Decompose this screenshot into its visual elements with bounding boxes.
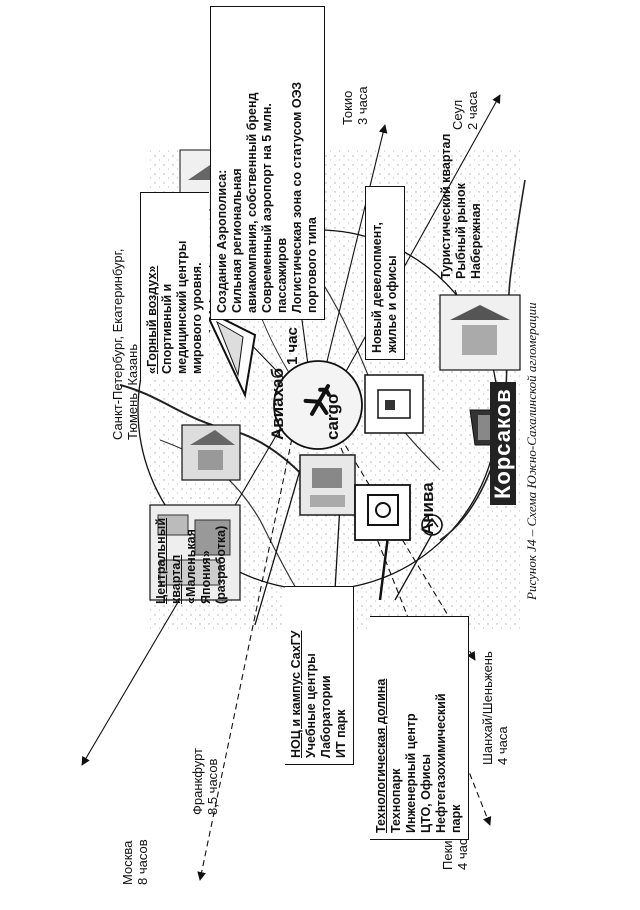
figure-caption: Рисунок J4 – Схема Южно-Сахалинской агло…: [524, 302, 539, 600]
label-one-hour: 1 час: [284, 327, 301, 365]
city-moscow: Москва 8 часов: [120, 839, 150, 885]
arrow-tokyo: [319, 124, 388, 391]
mountain-icon: [202, 307, 257, 399]
city-tokyo: Токио 3 часа: [340, 86, 370, 125]
city-frankfurt: Франкфурт 8,5 часов: [190, 747, 220, 815]
aniva-marker-icon: [421, 514, 443, 536]
city-shanghai: Шанхай/Шеньжень 4 часа: [480, 651, 510, 765]
label-cargo: cargo: [323, 393, 342, 440]
box-tourist-quarter: Туристический квартал Рыбный рынок Набер…: [439, 133, 483, 279]
box-noc-campus: НОЦ и кампус СахГУ Учебные центры Лабора…: [285, 586, 354, 765]
building-icon-tech: [354, 484, 411, 541]
building-icon-central: [149, 504, 241, 601]
pagoda-icon-tourist: [439, 294, 521, 371]
arrow-frankfurt: [197, 399, 301, 881]
arrow-seoul: [329, 94, 501, 401]
rotated-text-layer: Москва 8 часов Санкт-Петербург, Екатерин…: [90, 5, 540, 910]
box-tech-valley: Технологическая долина Технопарк Инженер…: [370, 616, 469, 840]
building-icon-japan: [181, 424, 241, 481]
box-aeropolis: Создание Аэрополиса: Сильная региональна…: [210, 6, 325, 320]
label-aniva: Анива: [418, 482, 437, 535]
building-icon-noc: [299, 454, 356, 516]
city-russia: Санкт-Петербург, Екатеринбург, Тюмень, К…: [110, 248, 140, 440]
box-new-development: Новый девелопмент, жилье и офисы: [365, 186, 405, 360]
label-korsakov: Корсаков: [490, 382, 516, 505]
connector-central: [254, 469, 301, 626]
airplane-icon: [303, 384, 331, 416]
house-icon-newdev: [364, 374, 424, 434]
connector-noc: [334, 504, 341, 591]
box-gorny-vozdukh: «Горный воздух» Спортивный и медицинский…: [140, 192, 209, 380]
box-central-quarter: Центральный квартал «Маленькая Япония» (…: [154, 517, 228, 604]
label-aviahub: Авиахаб: [268, 367, 287, 440]
